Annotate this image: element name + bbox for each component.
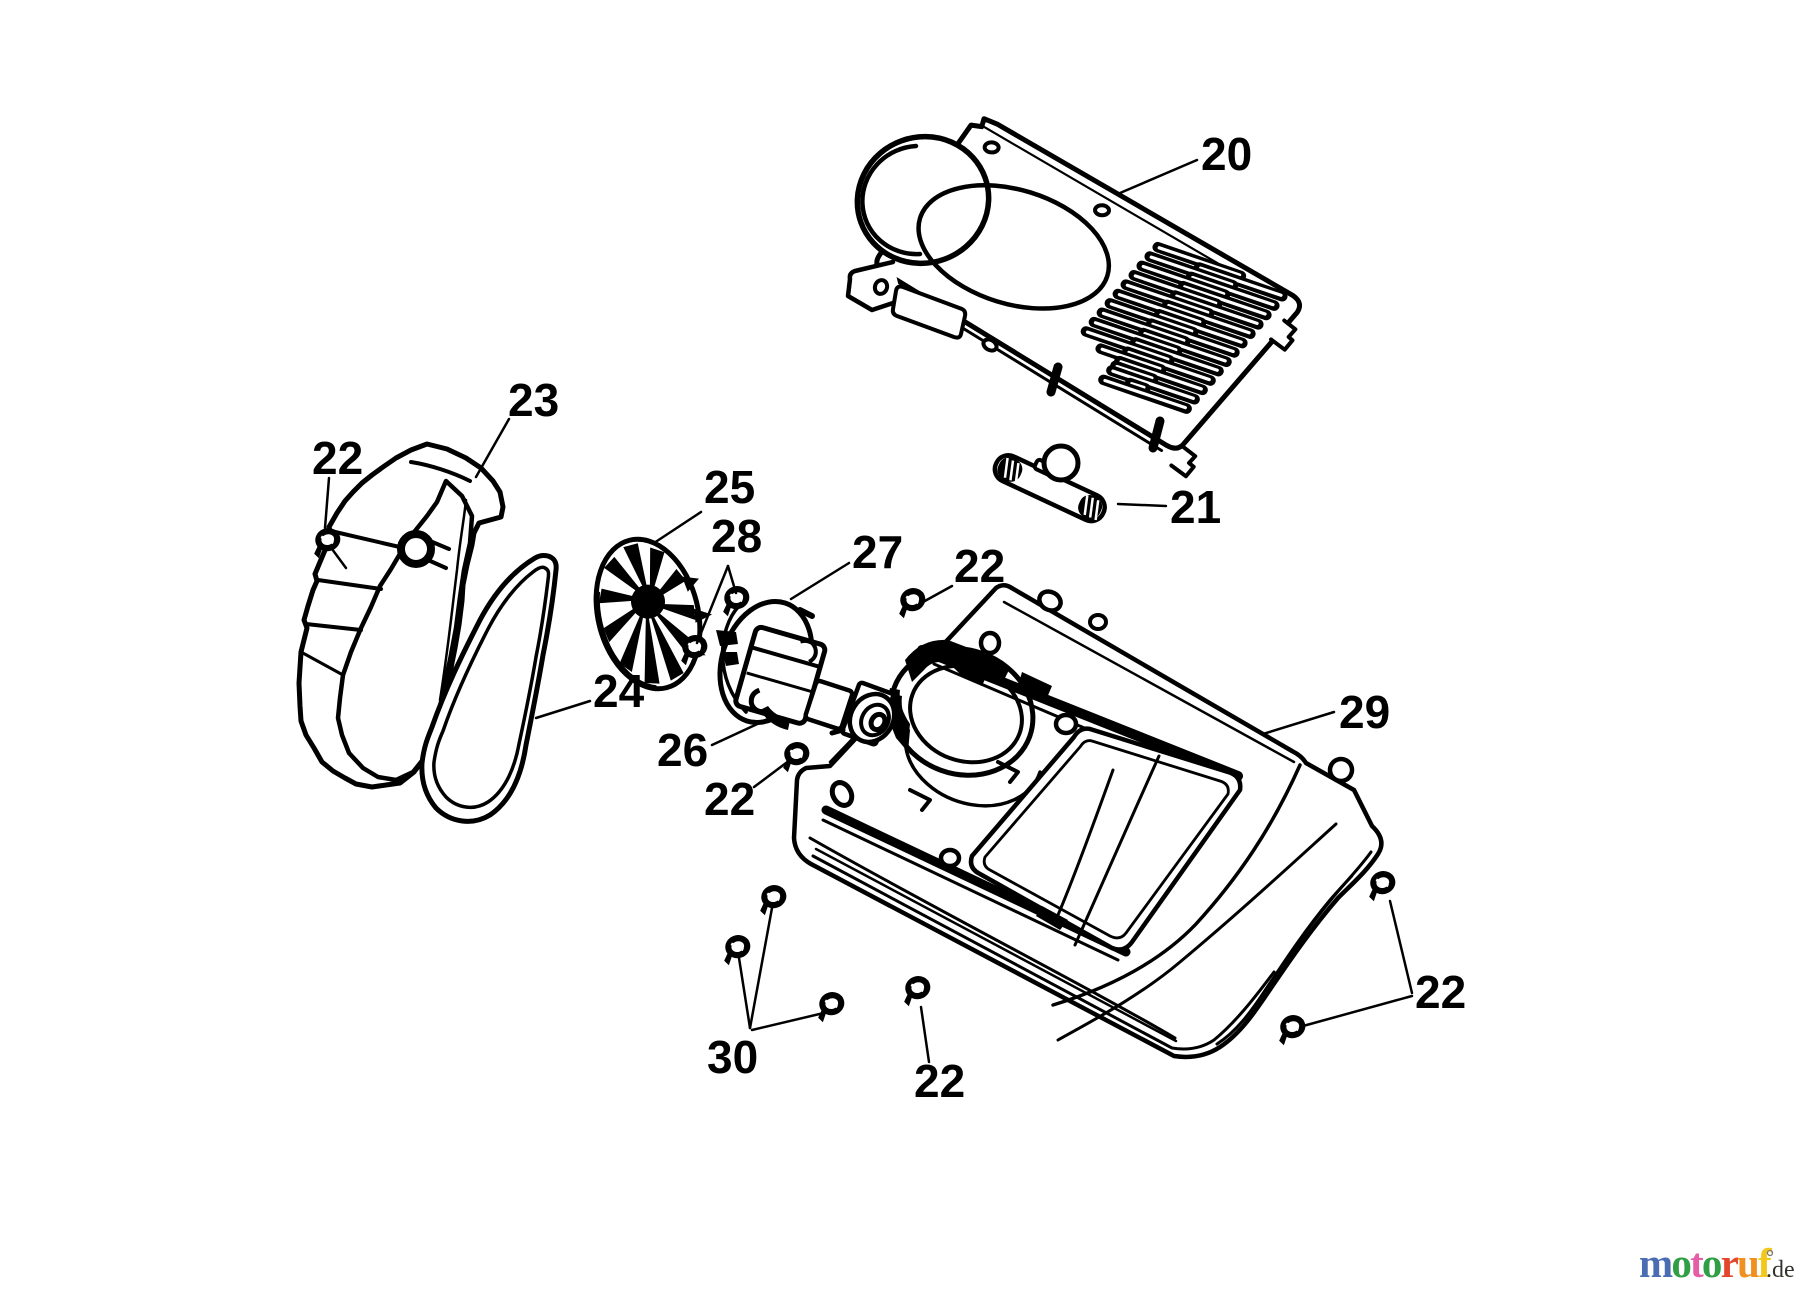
svg-text:.de: .de <box>1766 1257 1795 1283</box>
svg-text:30: 30 <box>707 1031 758 1083</box>
svg-text:22: 22 <box>954 540 1005 592</box>
svg-text:motoruf: motoruf <box>1639 1240 1773 1286</box>
svg-text:25: 25 <box>704 461 755 513</box>
svg-text:29: 29 <box>1339 686 1390 738</box>
svg-text:22: 22 <box>914 1055 965 1107</box>
svg-text:23: 23 <box>508 374 559 426</box>
svg-text:22: 22 <box>1415 966 1466 1018</box>
svg-text:24: 24 <box>593 665 645 717</box>
svg-text:20: 20 <box>1201 128 1252 180</box>
svg-text:28: 28 <box>711 510 762 562</box>
svg-text:22: 22 <box>704 773 755 825</box>
svg-text:22: 22 <box>312 432 363 484</box>
svg-text:21: 21 <box>1170 481 1221 533</box>
svg-text:26: 26 <box>657 724 708 776</box>
svg-text:27: 27 <box>852 526 903 578</box>
